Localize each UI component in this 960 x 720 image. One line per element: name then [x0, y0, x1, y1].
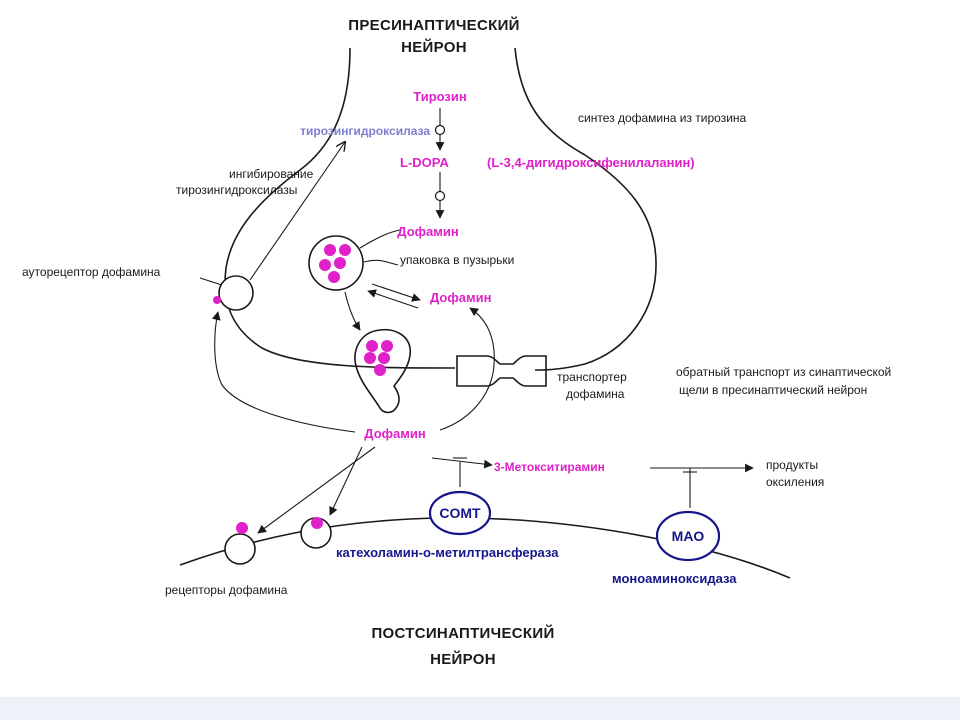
postsynaptic-receptor-1 — [224, 533, 256, 565]
postsynaptic-title-1: ПОСТСИНАПТИЧЕСКИЙ — [371, 624, 554, 642]
inhibition-label-2: тирозингидроксилазы — [176, 183, 297, 197]
products-label-1: продукты — [766, 458, 818, 472]
ldopa-full-label: (L-3,4-дигидроксифенилаланин) — [487, 155, 695, 170]
comt-label: COMT — [439, 505, 481, 521]
synaptic-vesicle — [308, 235, 364, 291]
receptor-2-ligand — [311, 517, 323, 529]
dopamine-cleft-label: Дофамин — [364, 426, 425, 441]
postsynaptic-title-2: НЕЙРОН — [430, 650, 496, 668]
autoreceptor-label: ауторецептор дофамина — [22, 265, 161, 279]
comt-enzyme — [428, 490, 492, 536]
mao-enzyme — [655, 510, 721, 562]
reuptake-label-2: щели в пресинаптический нейрон — [679, 383, 867, 397]
arrow-cleft-to-autoreceptor — [211, 311, 356, 433]
mao-full-label: моноаминоксидаза — [612, 571, 737, 586]
receptors-label: рецепторы дофамина — [165, 583, 288, 597]
packaging-line — [363, 259, 399, 266]
methoxytyramine-label: 3-Метокситирамин — [494, 460, 605, 474]
fusing-vesicle — [354, 328, 412, 414]
ldopa-label: L-DOPA — [400, 155, 449, 170]
inhibition-label-1: ингибирование — [229, 167, 314, 181]
tyrosine-label: Тирозин — [413, 89, 466, 104]
arrow-dopamine-to-vesicle — [367, 289, 419, 309]
autoreceptor — [218, 275, 254, 311]
autoreceptor-ligand — [213, 296, 221, 304]
packaging-curve — [359, 229, 401, 249]
presynaptic-title-1: ПРЕСИНАПТИЧЕСКИЙ — [348, 16, 520, 34]
presynaptic-membrane-right — [514, 47, 657, 371]
footer-band — [0, 697, 960, 720]
arrow-vesicle-to-dopamine — [371, 283, 421, 302]
arrow-cleft-receptor-2 — [329, 446, 363, 516]
mao-label: MAO — [672, 528, 705, 544]
dopamine-top-label: Дофамин — [397, 224, 458, 239]
presynaptic-title-2: НЕЙРОН — [401, 38, 467, 56]
presynaptic-membrane-left — [224, 47, 456, 369]
arrow-autoreceptor-feedback — [249, 142, 345, 281]
packaging-label: упаковка в пузырьки — [400, 253, 514, 267]
autoreceptor-label-line — [199, 277, 223, 286]
enzyme-site-1 — [434, 124, 446, 136]
comt-full-label: катехоламин-о-метилтрансфераза — [336, 545, 559, 560]
transporter-label-1: транспортер — [557, 370, 627, 384]
enzyme-site-2 — [434, 190, 446, 202]
tyrosine-hydroxylase-label: тирозингидроксилаза — [300, 124, 430, 138]
products-label-2: оксиления — [766, 475, 824, 489]
synthesis-label: синтез дофамина из тирозина — [578, 111, 747, 125]
transporter-label-2: дофамина — [566, 387, 625, 401]
arrow-to-methoxytyramine — [431, 457, 493, 469]
dopamine-transporter — [456, 355, 547, 387]
dopamine-right-label: Дофамин — [430, 290, 491, 305]
arrow-vesicle-down — [344, 291, 361, 331]
reuptake-curve — [439, 307, 495, 431]
receptor-1-ligand — [236, 522, 248, 534]
reuptake-label-1: обратный транспорт из синаптической — [676, 365, 891, 379]
